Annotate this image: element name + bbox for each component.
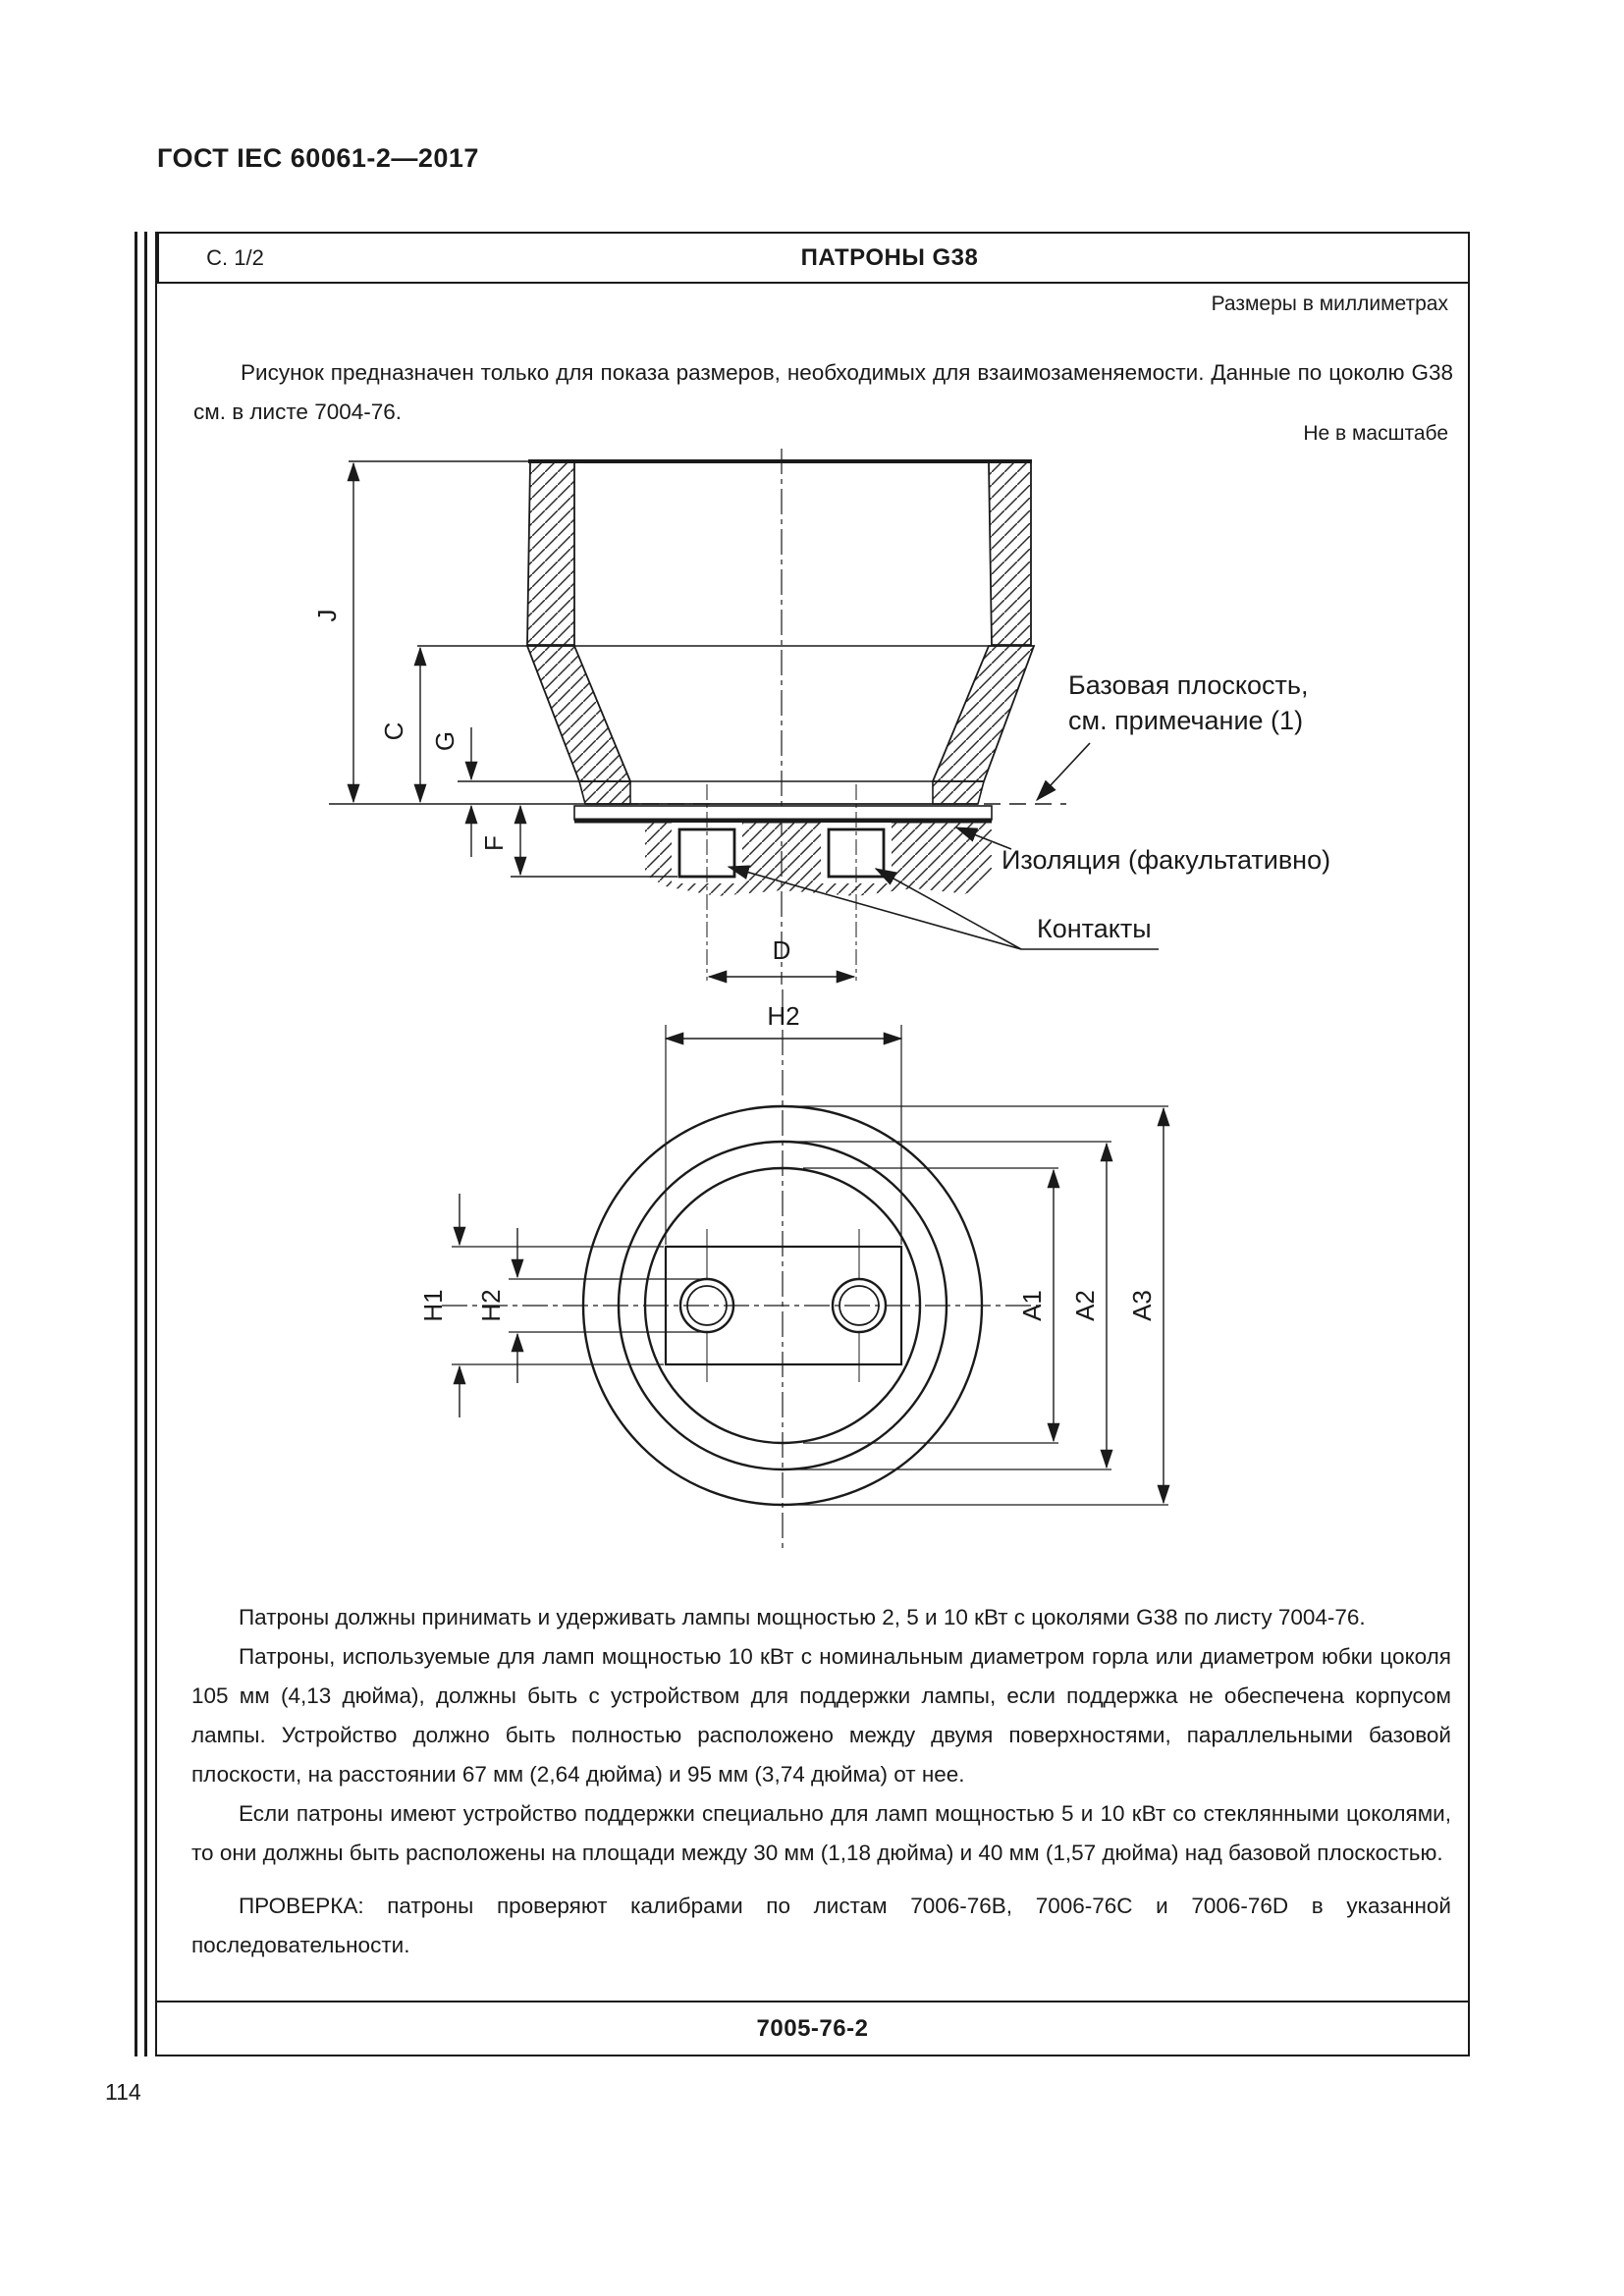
left-double-rule-inner (144, 232, 147, 2056)
standard-designation: ГОСТ IEC 60061-2—2017 (157, 143, 479, 173)
fig1-dimensions (347, 461, 856, 984)
paragraph-check: ПРОВЕРКА: патроны проверяют калибрами по… (191, 1894, 1451, 1957)
fig2-dimension-labels: H2 H1 H2 A1 A2 A3 (418, 1001, 1157, 1322)
fig1-annotations: Базовая плоскость, см. примечание (1) Из… (727, 670, 1330, 950)
scale-note: Не в масштабе (1303, 422, 1448, 445)
fig1-insulation-plate (573, 805, 993, 824)
contacts-label: Контакты (1037, 914, 1152, 943)
fig2-dimensions (452, 1025, 1170, 1506)
requirements-text: Патроны должны принимать и удерживать ла… (191, 1598, 1451, 1965)
left-double-rule-outer (135, 232, 137, 2056)
dim-h2-left-label: H2 (476, 1289, 506, 1321)
dim-f-label: F (479, 835, 509, 851)
dim-h1-label: H1 (418, 1289, 448, 1321)
dim-h2-top-label: H2 (767, 1001, 799, 1031)
paragraph-2: Патроны, используемые для ламп мощностью… (191, 1644, 1451, 1787)
dim-a1-label: A1 (1017, 1290, 1047, 1321)
fig1-holder-body (349, 459, 1036, 805)
sheet-number: 7005-76-2 (157, 2001, 1468, 2055)
dim-a2-label: A2 (1070, 1290, 1100, 1321)
fig2-centerlines (442, 989, 1041, 1551)
intro-paragraph: Рисунок предназначен только для показа р… (193, 360, 1453, 424)
insulation-label: Изоляция (факультативно) (1001, 845, 1330, 875)
base-plane-leader (1035, 742, 1091, 802)
contacts-leader-left (727, 865, 1022, 950)
sheet-page-note: С. 1/2 (157, 234, 311, 282)
units-note: Размеры в миллиметрах (1211, 293, 1448, 315)
base-plane-label-line2: см. примечание (1) (1068, 706, 1303, 735)
fig1-contact-block (645, 784, 992, 981)
dim-g-label: G (430, 731, 460, 751)
figure1-section-view: J C G F D Базовая плоскость, см. примеча… (312, 449, 1330, 985)
insulation-leader (954, 827, 1012, 850)
paragraph-1: Патроны должны принимать и удерживать ла… (239, 1605, 1366, 1629)
dim-d-label: D (773, 935, 791, 965)
figure2-plan-view: H2 H1 H2 A1 A2 A3 (418, 989, 1170, 1551)
page-number: 114 (105, 2079, 141, 2105)
sheet-header-row: ПАТРОНЫ G38 С. 1/2 (157, 234, 1468, 284)
fig1-dimension-labels: J C G F D (312, 610, 790, 966)
dim-j-label: J (312, 610, 342, 622)
paragraph-3: Если патроны имеют устройство поддержки … (191, 1801, 1451, 1865)
dim-c-label: C (379, 722, 408, 741)
dim-a3-label: A3 (1127, 1290, 1157, 1321)
contacts-leader-right (874, 868, 1022, 950)
base-plane-label-line1: Базовая плоскость, (1068, 670, 1308, 700)
sheet-title: ПАТРОНЫ G38 (800, 243, 979, 271)
